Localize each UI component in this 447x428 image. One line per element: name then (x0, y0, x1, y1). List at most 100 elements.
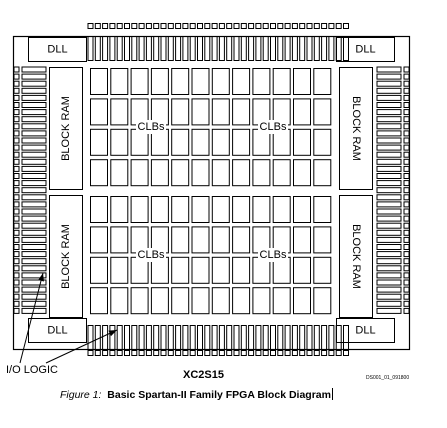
io-cell (218, 325, 225, 350)
clb (293, 68, 311, 95)
io-pad (328, 350, 335, 356)
io-pad (403, 307, 410, 314)
clb (191, 98, 210, 126)
io-cell (313, 325, 320, 350)
clb (191, 256, 210, 284)
io-pad (277, 350, 284, 356)
io-logic-leader (19, 272, 44, 364)
io-cell (313, 36, 320, 61)
clb (171, 128, 190, 156)
io-cell (376, 236, 402, 243)
io-pad (403, 158, 410, 165)
io-pad (87, 23, 94, 29)
io-cell (376, 151, 402, 158)
clb (313, 256, 332, 284)
io-cell (21, 144, 47, 151)
io-cell (321, 325, 328, 350)
io-cell (376, 187, 402, 194)
clb (293, 128, 311, 156)
io-pad (102, 350, 109, 356)
io-pad (403, 229, 410, 236)
clb (171, 287, 190, 315)
io-pad (13, 137, 20, 144)
io-cell (145, 36, 152, 61)
io-pad (299, 23, 306, 29)
io-cell (376, 293, 402, 300)
io-pad (403, 251, 410, 258)
io-pad (13, 187, 20, 194)
io-cell (94, 325, 101, 350)
io-cell (116, 325, 123, 350)
io-pad (116, 23, 123, 29)
clb (211, 128, 230, 156)
clb (90, 98, 108, 126)
io-pad (13, 87, 20, 94)
io-pad (403, 286, 410, 293)
io-cell (376, 279, 402, 286)
io-cell (328, 36, 335, 61)
io-logic-leader (45, 329, 118, 364)
io-pad (131, 23, 138, 29)
io-cell (21, 208, 47, 215)
io-pad (13, 80, 20, 87)
clb (272, 68, 291, 95)
io-cell (376, 265, 402, 272)
clbs-label: CLBs (138, 121, 165, 133)
clb (90, 68, 108, 95)
io-pad (13, 236, 20, 243)
block-ram (49, 195, 83, 318)
clb (171, 98, 190, 126)
io-cell (124, 36, 130, 61)
io-cell (21, 194, 47, 201)
block-ram-label: BLOCK RAM (60, 224, 72, 289)
dll-block (336, 37, 395, 62)
io-pad (13, 144, 20, 151)
clbs-label-background (136, 248, 166, 262)
io-pad (167, 350, 174, 356)
io-pad (182, 350, 189, 356)
io-pad (102, 23, 109, 29)
io-pad (255, 23, 262, 29)
io-pad (403, 194, 410, 201)
io-pad (13, 251, 20, 258)
chip-name: XC2S15 (183, 369, 224, 381)
io-pad (175, 23, 182, 29)
io-cell (376, 102, 402, 108)
block-ram-label: BLOCK RAM (350, 96, 362, 161)
io-cell (145, 325, 152, 350)
io-cell (182, 36, 189, 61)
io-cell (116, 36, 123, 61)
clb (313, 159, 332, 187)
io-cell (255, 325, 262, 350)
clb (232, 287, 251, 315)
clb (211, 226, 230, 254)
io-pad (13, 66, 20, 73)
io-cell (21, 87, 47, 94)
io-cell (197, 36, 203, 61)
io-cell (21, 251, 47, 258)
clb (272, 287, 291, 315)
io-pad (87, 350, 94, 356)
clbs-label: CLBs (260, 121, 287, 133)
io-cell (248, 36, 255, 61)
clb (211, 256, 230, 284)
clbs-label-background (136, 120, 166, 134)
io-pad (403, 208, 410, 215)
io-logic-label: I/O LOGIC (6, 364, 58, 376)
io-pad (284, 350, 291, 356)
io-pad (403, 102, 410, 108)
io-pad (262, 23, 269, 29)
io-pad (335, 350, 342, 356)
io-pad (167, 23, 174, 29)
io-cell (376, 165, 402, 172)
io-pad (204, 350, 211, 356)
io-cell (21, 165, 47, 172)
io-pad (13, 165, 20, 172)
io-pad (306, 350, 313, 356)
clb (211, 196, 230, 223)
io-pad (403, 116, 410, 123)
io-cell (376, 300, 402, 307)
clbs-label-background (258, 248, 288, 262)
clb (191, 68, 210, 95)
